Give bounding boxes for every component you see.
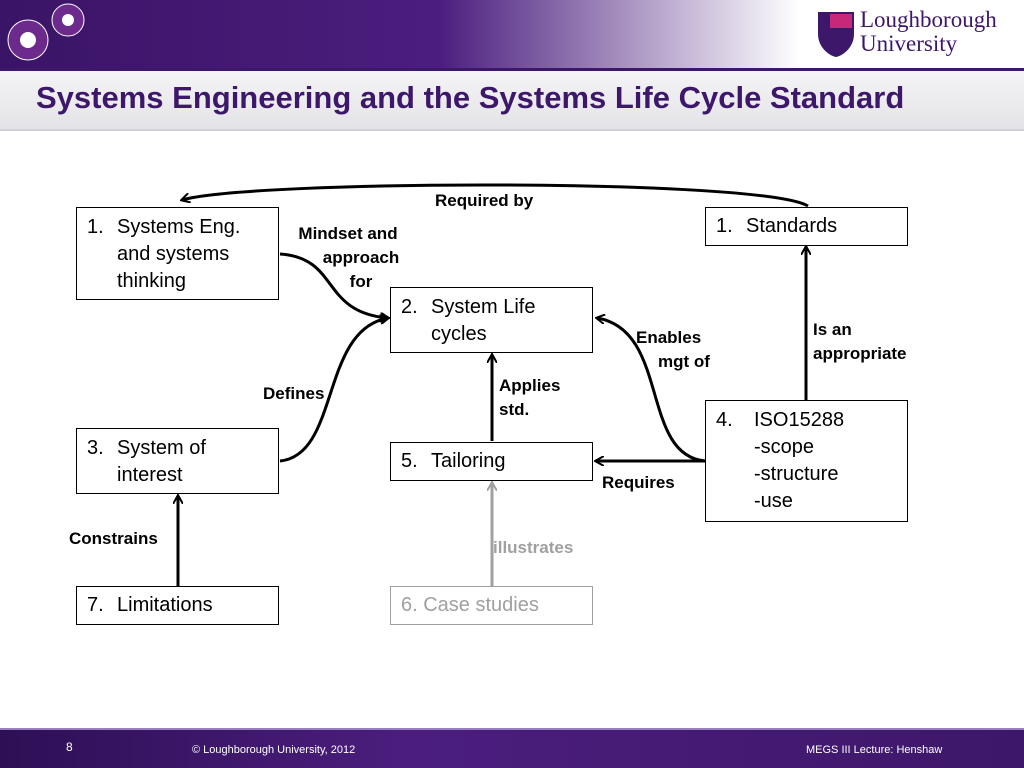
label-line: Applies bbox=[499, 376, 561, 395]
title-bar bbox=[0, 71, 1024, 131]
node-line: System of bbox=[117, 437, 206, 459]
node-text: System Life cycles bbox=[431, 294, 535, 348]
node-line: System Life bbox=[431, 296, 536, 318]
logo-line2: University bbox=[860, 31, 958, 56]
node-text: 6. Case studies bbox=[401, 594, 539, 616]
node-iso15288: 4. ISO15288 -scope -structure -use bbox=[705, 400, 908, 522]
node-life-cycles: 2. System Life cycles bbox=[390, 287, 593, 353]
node-line: -scope bbox=[754, 436, 815, 458]
node-case-studies: 6. Case studies bbox=[390, 586, 593, 625]
node-line: -use bbox=[754, 490, 793, 512]
node-limitations: 7. Limitations bbox=[76, 586, 279, 625]
arrow-mindset bbox=[279, 252, 388, 318]
node-number: 3. bbox=[87, 437, 104, 459]
label-line: approach bbox=[322, 248, 400, 267]
label-required-by: Required by bbox=[435, 191, 534, 210]
label-requires: Requires bbox=[602, 473, 675, 492]
logo-line1: Loughborough bbox=[860, 7, 997, 32]
label-line: Enables bbox=[636, 328, 702, 347]
node-text: System of interest bbox=[117, 435, 206, 489]
label-defines: Defines bbox=[263, 384, 325, 403]
page-number: 8 bbox=[66, 740, 73, 754]
label-line: for bbox=[349, 272, 373, 291]
node-number: 4. bbox=[716, 409, 733, 431]
label-line: Is an bbox=[813, 320, 852, 339]
footer-lecture: MEGS III Lecture: Henshaw bbox=[806, 744, 943, 756]
node-text: ISO15288 -scope -structure -use bbox=[754, 407, 844, 515]
university-logo: Loughborough University bbox=[816, 8, 1016, 62]
label-enables: Enables mgt of bbox=[636, 326, 710, 374]
label-line: mgt of bbox=[658, 352, 710, 371]
node-tailoring: 5. Tailoring bbox=[390, 442, 593, 481]
footer-divider bbox=[0, 728, 1024, 730]
node-text: Limitations bbox=[117, 594, 213, 616]
node-number: 7. bbox=[87, 594, 104, 616]
esos-label: ESoS bbox=[64, 50, 93, 62]
node-systems-eng: 1. Systems Eng. and systems thinking bbox=[76, 207, 279, 300]
node-text: Systems Eng. and systems thinking bbox=[117, 214, 240, 295]
header-divider bbox=[0, 68, 1024, 71]
node-text: Standards bbox=[746, 215, 838, 237]
node-line: interest bbox=[117, 464, 183, 486]
node-line: Systems Eng. bbox=[117, 216, 241, 238]
node-number: 1. bbox=[87, 216, 104, 238]
node-line: ISO15288 bbox=[754, 409, 845, 431]
header-band bbox=[0, 0, 800, 68]
node-system-interest: 3. System of interest bbox=[76, 428, 279, 494]
footer-copyright: © Loughborough University, 2012 bbox=[192, 744, 356, 756]
label-constrains: Constrains bbox=[69, 529, 158, 548]
node-line: -structure bbox=[754, 463, 839, 485]
node-text: Tailoring bbox=[431, 450, 506, 472]
footer bbox=[0, 728, 1024, 768]
label-illustrates: illustrates bbox=[493, 538, 574, 557]
node-line: and systems bbox=[117, 243, 230, 265]
node-line: cycles bbox=[431, 323, 487, 345]
arrow-defines bbox=[279, 318, 388, 463]
label-line: Mindset and bbox=[298, 224, 398, 243]
header: ESoS Loughborough University bbox=[0, 0, 1024, 68]
label-mindset: Mindset and approach for bbox=[282, 222, 414, 294]
slide-title: Systems Engineering and the Systems Life… bbox=[36, 80, 905, 115]
node-standards: 1. Standards bbox=[705, 207, 908, 246]
arrow-required-by bbox=[182, 183, 809, 208]
label-applies: Applies std. bbox=[499, 374, 560, 422]
gears-icon bbox=[7, 3, 85, 61]
label-line: appropriate bbox=[813, 344, 907, 363]
node-number: 2. bbox=[401, 296, 418, 318]
node-number: 5. bbox=[401, 450, 418, 472]
logo-text: Loughborough University bbox=[860, 8, 997, 56]
shield-icon bbox=[818, 12, 854, 57]
node-number: 1. bbox=[716, 215, 733, 237]
label-is-an: Is an appropriate bbox=[813, 318, 907, 366]
arrow-enables bbox=[597, 318, 706, 463]
label-line: std. bbox=[499, 400, 530, 419]
node-line: thinking bbox=[117, 270, 186, 292]
